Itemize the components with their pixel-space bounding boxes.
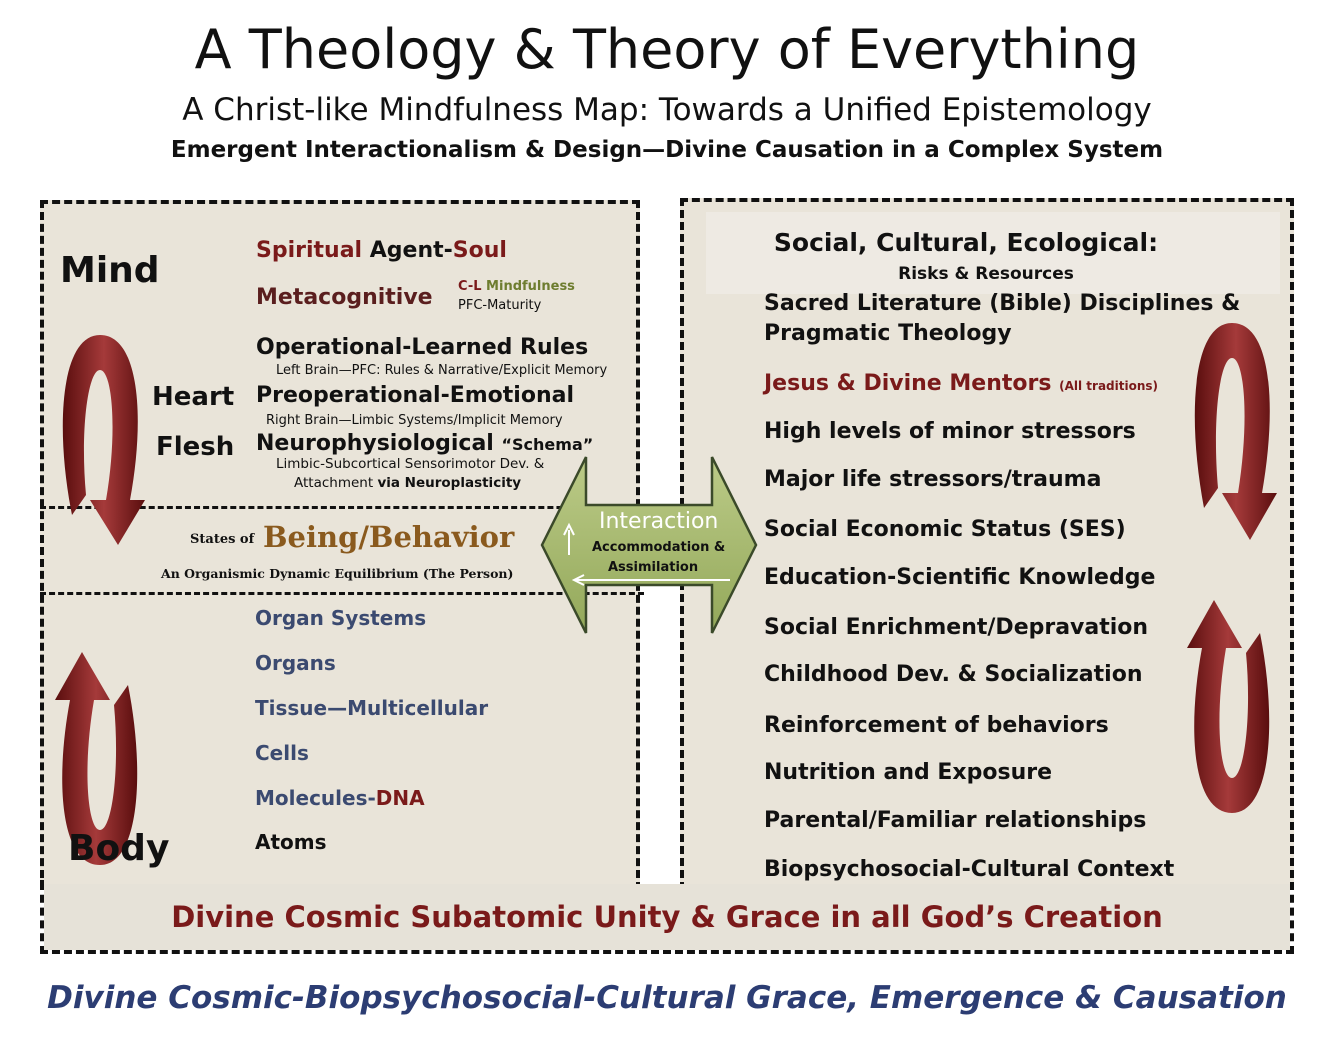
sacred-literature-2: Pragmatic Theology: [764, 321, 1012, 346]
molecules-text: Molecules-: [255, 786, 376, 810]
neuro-sub-2: Attachment via Neuroplasticity: [294, 475, 521, 491]
right-cycle-arrows: [1187, 323, 1277, 813]
cl-mindfulness: C-L Mindfulness: [458, 279, 575, 294]
dna-text: DNA: [375, 786, 425, 810]
banner-left-seam: [40, 880, 44, 884]
interaction-line-2: Assimilation: [608, 560, 699, 575]
right-list-item: High levels of minor stressors: [764, 419, 1136, 444]
operational-rules: Operational-Learned Rules: [256, 335, 589, 360]
right-heading: Social, Cultural, Ecological:: [773, 228, 1159, 257]
attachment-text: Attachment: [294, 475, 378, 491]
right-list-item: Nutrition and Exposure: [764, 760, 1052, 785]
tissue-multicellular: Tissue—Multicellular: [255, 696, 489, 720]
left-cycle-arrows: [55, 335, 145, 865]
label-flesh: Flesh: [156, 432, 235, 462]
states-of: States of: [190, 532, 255, 547]
interaction-line-1: Accommodation &: [592, 540, 726, 555]
label-heart: Heart: [152, 382, 235, 412]
all-traditions-text: (All traditions): [1059, 379, 1159, 393]
banner-border: [40, 882, 1294, 954]
metacognitive: Metacognitive: [256, 285, 433, 310]
lower-cycle-arrow: [55, 652, 138, 865]
right-upper-cycle-arrow: [1194, 323, 1277, 540]
right-list-item: Social Economic Status (SES): [764, 517, 1126, 542]
pfc-maturity: PFC-Maturity: [458, 298, 542, 313]
neuro-sub-1: Limbic-Subcortical Sensorimotor Dev. &: [276, 456, 545, 472]
mindfulness-text: Mindfulness: [486, 279, 575, 294]
grace-banner: Divine Cosmic Subatomic Unity & Grace in…: [171, 900, 1163, 934]
left-arrow-head: [571, 574, 585, 586]
via-neuroplasticity-text: via Neuroplasticity: [377, 475, 522, 491]
cl-text: C-L: [458, 279, 487, 294]
interaction-title: Interaction: [599, 509, 719, 534]
organ-systems: Organ Systems: [255, 606, 427, 630]
right-list-item: Education-Scientific Knowledge: [764, 565, 1156, 590]
left-panel: [40, 200, 640, 890]
right-list-item: Reinforcement of behaviors: [764, 713, 1109, 738]
organs: Organs: [255, 651, 336, 675]
schema-text: “Schema”: [501, 435, 594, 454]
divider-top: [40, 506, 644, 509]
spiritual-text: Spiritual: [256, 238, 363, 263]
operational-sub: Left Brain—PFC: Rules & Narrative/Explic…: [276, 363, 608, 378]
banner-band: [44, 884, 1290, 950]
atoms: Atoms: [255, 830, 327, 854]
right-lower-cycle-arrow: [1187, 600, 1270, 813]
right-list-item: Major life stressors/trauma: [764, 467, 1102, 492]
page-title: A Theology & Theory of Everything: [194, 18, 1140, 81]
right-heading-box: [706, 212, 1280, 294]
jesus-text: Jesus & Divine Mentors: [764, 371, 1060, 396]
neuro-text: Neurophysiological: [256, 431, 502, 456]
cells: Cells: [255, 741, 309, 765]
upper-cycle-arrow: [62, 335, 145, 545]
molecules-dna: Molecules-DNA: [255, 786, 425, 810]
jesus-divine-mentors: Jesus & Divine Mentors (All traditions): [764, 371, 1158, 396]
interaction-arrow: [540, 456, 758, 634]
right-list-item: Biopsychosocial-Cultural Context: [764, 857, 1175, 882]
preoperational-emotional: Preoperational-Emotional: [256, 383, 575, 408]
agent-text: Agent-: [362, 238, 453, 263]
footer-caption: Divine Cosmic-Biopsychosocial-Cultural G…: [47, 980, 1287, 1016]
organismic-equilibrium: An Organismic Dynamic Equilibrium (The P…: [161, 566, 514, 581]
right-list-item: Social Enrichment/Depravation: [764, 615, 1149, 640]
right-panel: [680, 198, 1294, 890]
right-subheading: Risks & Resources: [898, 264, 1074, 284]
up-arrow-head: [563, 522, 575, 536]
spiritual-agent-soul: Spiritual Agent-Soul: [256, 238, 507, 263]
preoperational-sub: Right Brain—Limbic Systems/Implicit Memo…: [266, 413, 563, 428]
page-subtitle-secondary: Emergent Interactionalism & Design—Divin…: [170, 137, 1164, 163]
being-behavior: Being/Behavior: [263, 520, 515, 554]
right-list-item: Childhood Dev. & Socialization: [764, 662, 1143, 687]
label-mind: Mind: [60, 250, 160, 291]
label-body: Body: [68, 828, 170, 869]
soul-text: Soul: [452, 238, 507, 263]
page-subtitle: A Christ-like Mindfulness Map: Towards a…: [182, 92, 1152, 128]
right-list-item: Parental/Familiar relationships: [764, 808, 1147, 833]
sacred-literature-1: Sacred Literature (Bible) Disciplines &: [764, 291, 1241, 316]
divider-bottom: [40, 592, 644, 595]
neurophysiological: Neurophysiological “Schema”: [256, 431, 593, 456]
